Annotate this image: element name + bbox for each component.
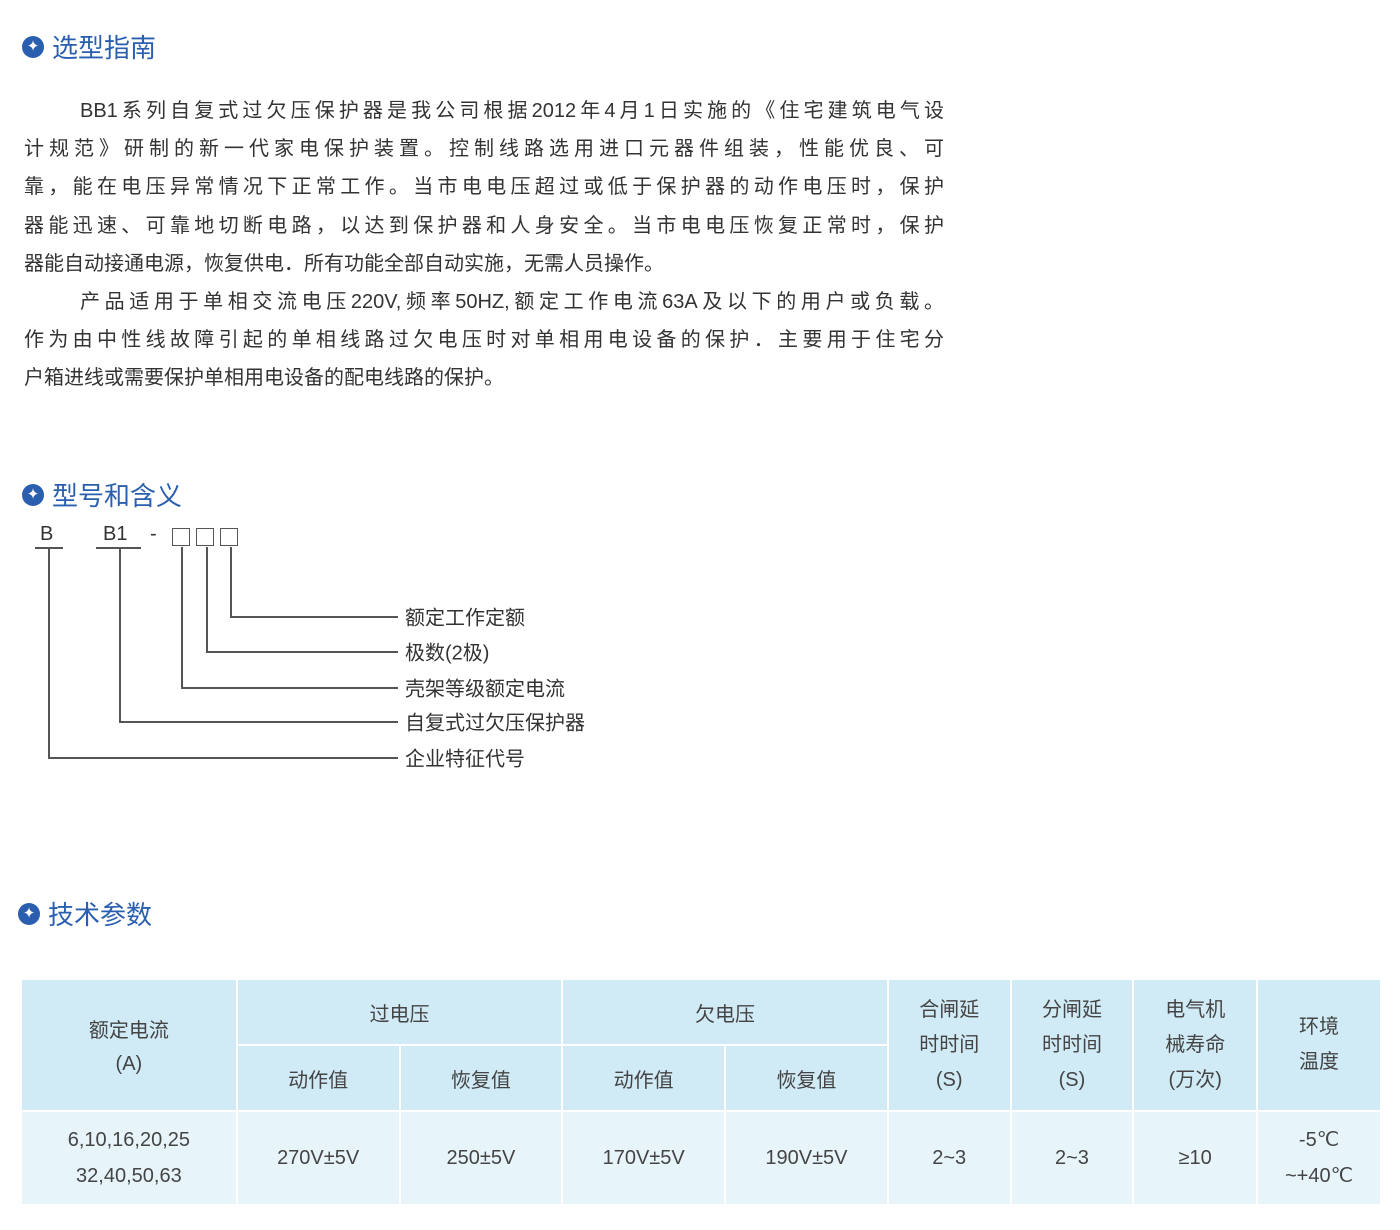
header-text: (A) [115,1053,143,1075]
header-text: 温度 [1299,1051,1340,1073]
header-text: (S) [935,1068,963,1091]
text-line: 产品适用于单相交流电压220V,频率50HZ,额定工作电流63A及以下的用户或负… [80,290,944,313]
text-line: 靠，能在电压异常情况下正常工作。当市电电压超过或低于保护器的动作电压时，保护 [24,176,944,199]
header-text: (S) [1058,1068,1086,1091]
header-text: 环境 [1299,1016,1340,1038]
header-over-action: 动作值 [235,1044,401,1112]
header-over-recover: 恢复值 [398,1044,564,1112]
header-text: 械寿命 [1165,1033,1226,1056]
text-line: 器能自动接通电源，恢复供电．所有功能全部自动实施，无需人员操作。 [24,252,664,275]
cell-under-action: 170V±5V [561,1110,727,1206]
header-text: 时时间 [919,1033,980,1056]
section-title-tech: ✦ 技术参数 [18,895,152,932]
header-under-action: 动作值 [561,1044,727,1112]
header-text: 电气机 [1165,998,1226,1021]
connector [48,549,50,758]
connector [48,757,398,759]
header-temperature: 环境温度 [1256,978,1382,1112]
connector [181,687,398,689]
placeholder-box [220,528,238,546]
cell-current: 6,10,16,20,25 32,40,50,63 [20,1110,238,1206]
header-text: 额定电流 [88,1020,169,1042]
code-b: B [40,523,54,545]
header-open-delay: 分闸延时时间 (S) [1009,978,1135,1112]
placeholder-box [196,528,214,546]
underline [35,547,63,549]
text-line: BB1系列自复式过欠压保护器是我公司根据2012年4月1日实施的《住宅建筑电气设 [80,100,944,122]
cell-text: -5℃ [1298,1129,1340,1151]
section-title-text: 技术参数 [48,900,153,930]
label-product: 自复式过欠压保护器 [405,712,585,735]
text-line: 作为由中性线故障引起的单相线路过欠电压时对单相用电设备的保护．主要用于住宅分 [24,329,944,352]
label-company-code: 企业特征代号 [405,748,525,771]
header-under-recover: 恢复值 [724,1044,889,1112]
cell-over-recover: 250±5V [398,1110,564,1206]
header-close-delay: 合闸延时时间 (S) [886,978,1012,1112]
star-icon: ✦ [22,35,44,58]
connector [230,616,398,618]
text-line: 计规范》研制的新一代家电保护装置。控制线路选用进口元器件组装，性能优良、可 [24,138,944,161]
header-overvoltage: 过电压 [235,978,564,1046]
connector [119,549,121,722]
cell-text: ~+40℃ [1285,1165,1354,1187]
placeholder-box [172,528,190,546]
connector [230,547,232,617]
cell-temperature: -5℃ ~+40℃ [1256,1110,1382,1206]
section-title-text: 选型指南 [52,33,157,63]
section-title-model: ✦ 型号和含义 [22,476,182,513]
cell-close-delay: 2~3 [886,1110,1012,1206]
label-frame-current: 壳架等级额定电流 [405,678,565,701]
cell-text: 6,10,16,20,25 [67,1129,191,1151]
code-b1: B1 [103,523,128,545]
header-text: 时时间 [1041,1033,1102,1056]
section-title-guide: ✦ 选型指南 [22,28,156,65]
cell-life: ≥10 [1132,1110,1259,1206]
header-current: 额定电流 (A) [20,978,238,1112]
tech-params-table: 额定电流 (A) 过电压 欠电压 合闸延时时间 (S) 分闸延时时间 (S) 电气机械… [20,978,1382,1206]
header-life: 电气机械寿命 (万次) [1132,978,1259,1112]
text-line: 器能迅速、可靠地切断电路，以达到保护器和人身安全。当市电电压恢复正常时，保护 [24,214,944,237]
section-title-text: 型号和含义 [52,481,183,511]
cell-open-delay: 2~3 [1009,1110,1135,1206]
code-dash: - [150,523,157,545]
header-text: (万次) [1168,1068,1222,1091]
label-rating: 额定工作定额 [405,607,525,630]
connector [206,547,208,652]
connector [206,651,398,653]
star-icon: ✦ [18,902,40,925]
cell-under-recover: 190V±5V [724,1110,889,1206]
header-text: 合闸延 [919,998,980,1021]
underline [96,547,141,549]
connector [119,721,398,723]
star-icon: ✦ [22,483,44,506]
header-undervoltage: 欠电压 [561,978,889,1046]
guide-paragraph: BB1系列自复式过欠压保护器是我公司根据2012年4月1日实施的《住宅建筑电气设… [24,92,944,398]
label-poles: 极数(2极) [405,642,490,665]
cell-over-action: 270V±5V [235,1110,401,1206]
header-text: 分闸延 [1041,998,1102,1021]
cell-text: 32,40,50,63 [76,1165,182,1187]
text-line: 户箱进线或需要保护单相用电设备的配电线路的保护。 [24,367,504,390]
connector [181,547,183,688]
